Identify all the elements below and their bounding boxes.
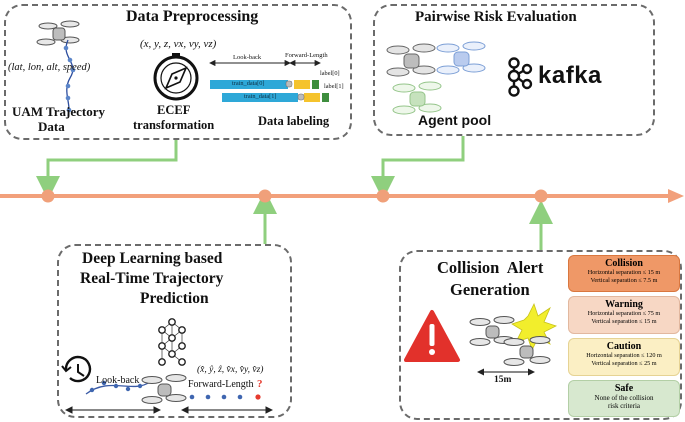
compass-icon <box>153 53 199 101</box>
history-icon <box>61 355 92 383</box>
train1-label: train_data[1] <box>244 93 277 100</box>
preprocessing-box <box>4 4 352 140</box>
agent-pool-label: Agent pool <box>418 112 492 128</box>
alert-title-1: Collision Alert <box>437 258 544 277</box>
alert-level-name: Warning <box>605 299 643 310</box>
alert-level-line2: risk criteria <box>607 402 641 410</box>
lookback-points <box>89 380 143 393</box>
alert-level-line1: Horizontal separation ≤ 120 m <box>586 352 662 359</box>
pairwise-title: Pairwise Risk Evaluation <box>415 9 577 25</box>
train0-label: train_data[0] <box>232 80 265 87</box>
warning-triangle-icon <box>404 310 460 362</box>
prediction-forward-label: Forward-Length <box>188 379 254 390</box>
trajectory-label-2: Data <box>38 119 65 134</box>
alert-level-collision: Collision Horizontal separation ≤ 15 m V… <box>568 255 680 292</box>
prediction-title-3: Prediction <box>140 290 209 307</box>
lookback-label: Look-back <box>233 54 262 61</box>
coords-label: (lat, lon, alt, speed) <box>8 62 91 73</box>
state-vector-label: (x, y, z, vx, vy, vz) <box>140 38 217 50</box>
forward-points <box>189 394 261 400</box>
timeline-node-4 <box>534 189 548 203</box>
trajectory-label-1: UAM Trajectory <box>12 104 106 119</box>
agent-drone-icon-blue <box>436 41 486 75</box>
alert-level-safe: Safe None of the collision risk criteria <box>568 380 680 417</box>
agent-drone-icon-green <box>392 81 442 115</box>
alert-level-name: Collision <box>605 258 643 269</box>
prediction-title-1: Deep Learning based <box>82 250 223 267</box>
ecef-label-2: transformation <box>133 118 215 132</box>
trajectory-curve <box>65 39 74 117</box>
alert-level-line2: Vertical separation ≤ 7.5 m <box>590 276 658 284</box>
forward-label: Forward-Length <box>285 52 328 59</box>
prediction-question-mark: ? <box>257 378 263 390</box>
timeline-node-3 <box>376 189 390 203</box>
alert-level-warning: Warning Horizontal separation ≤ 75 m Ver… <box>568 296 680 334</box>
prediction-lookback-label: Look-back <box>96 375 140 386</box>
kafka-icon <box>507 57 533 97</box>
preprocessing-title: Data Preprocessing <box>126 8 259 25</box>
labeling-label: Data labeling <box>258 114 330 128</box>
output-vector-label: (x̂, ŷ, ẑ, v̂x, v̂y, v̂z) <box>197 365 264 375</box>
prediction-title-2: Real-Time Trajectory <box>80 270 224 287</box>
alert-level-name: Safe <box>614 383 634 394</box>
drone-icon <box>36 20 80 46</box>
alert-level-name: Caution <box>606 341 642 352</box>
connector-pairwise <box>371 136 465 200</box>
alert-title-2: Generation <box>450 280 530 299</box>
timeline-node-2 <box>258 189 272 203</box>
timeline-arrowhead <box>668 189 684 203</box>
alert-level-caution: Caution Horizontal separation ≤ 120 m Ve… <box>568 338 680 376</box>
alert-level-line2: Vertical separation ≤ 25 m <box>591 359 657 367</box>
ecef-label-1: ECEF <box>157 103 191 117</box>
trajectory-points <box>63 45 76 113</box>
prediction-drone-icon <box>141 374 187 404</box>
connector-preprocessing <box>36 140 178 200</box>
collision-drone-left-icon <box>469 316 515 346</box>
labeling-graphic <box>209 59 329 102</box>
distance-label: 15m <box>494 375 512 385</box>
alert-level-line1: None of the collision <box>594 394 654 402</box>
neural-network-icon <box>158 318 186 366</box>
alert-level-line1: Horizontal separation ≤ 15 m <box>587 269 661 276</box>
collision-drone-right-icon <box>503 336 551 366</box>
label0-label: label[0] <box>320 70 340 77</box>
alert-level-line1: Horizontal separation ≤ 75 m <box>587 310 661 317</box>
agent-drone-icon <box>386 43 436 77</box>
kafka-wordmark: kafka <box>538 62 602 89</box>
alert-level-line2: Vertical separation ≤ 15 m <box>591 317 657 325</box>
timeline-node-1 <box>41 189 55 203</box>
label1-label: label[1] <box>324 83 344 90</box>
